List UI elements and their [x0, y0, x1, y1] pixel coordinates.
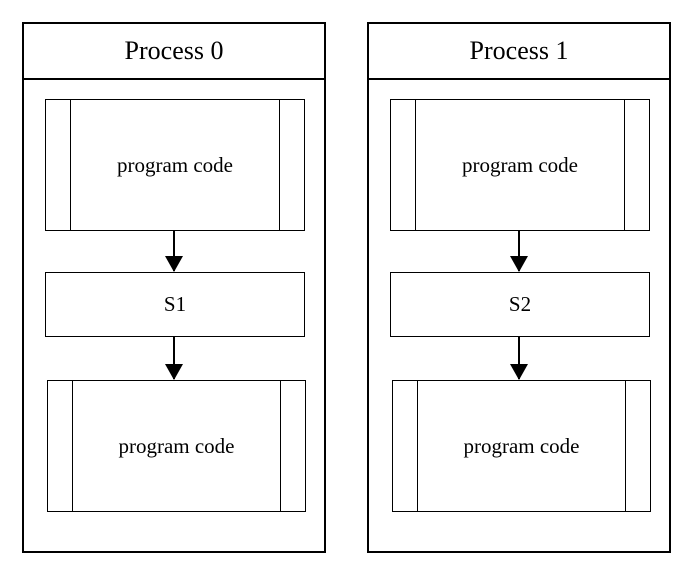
process-0-top-program-code: program code [45, 99, 305, 231]
process-1-statement-label: S2 [508, 292, 532, 316]
process-0-bottom-program-code-label: program code [118, 433, 235, 458]
process-1-top-program-code: program code [390, 99, 650, 231]
process-1-statement-s2: S2 [390, 272, 650, 337]
process-0-statement-s1: S1 [45, 272, 305, 337]
process-1-bottom-program-code: program code [392, 380, 651, 512]
process-1-top-program-code-label: program code [461, 152, 579, 177]
process-1-arrow-1 [510, 231, 528, 272]
process-0-top-program-code-label: program code [116, 152, 234, 177]
process-1-title: Process 1 [369, 24, 669, 80]
process-0-statement-label: S1 [163, 292, 187, 316]
process-1-bottom-program-code-label: program code [463, 433, 580, 458]
process-0-bottom-program-code: program code [47, 380, 306, 512]
process-1-arrow-2 [510, 337, 528, 380]
process-0-title: Process 0 [24, 24, 324, 80]
process-0-arrow-1 [165, 231, 183, 272]
process-0-arrow-2 [165, 337, 183, 380]
